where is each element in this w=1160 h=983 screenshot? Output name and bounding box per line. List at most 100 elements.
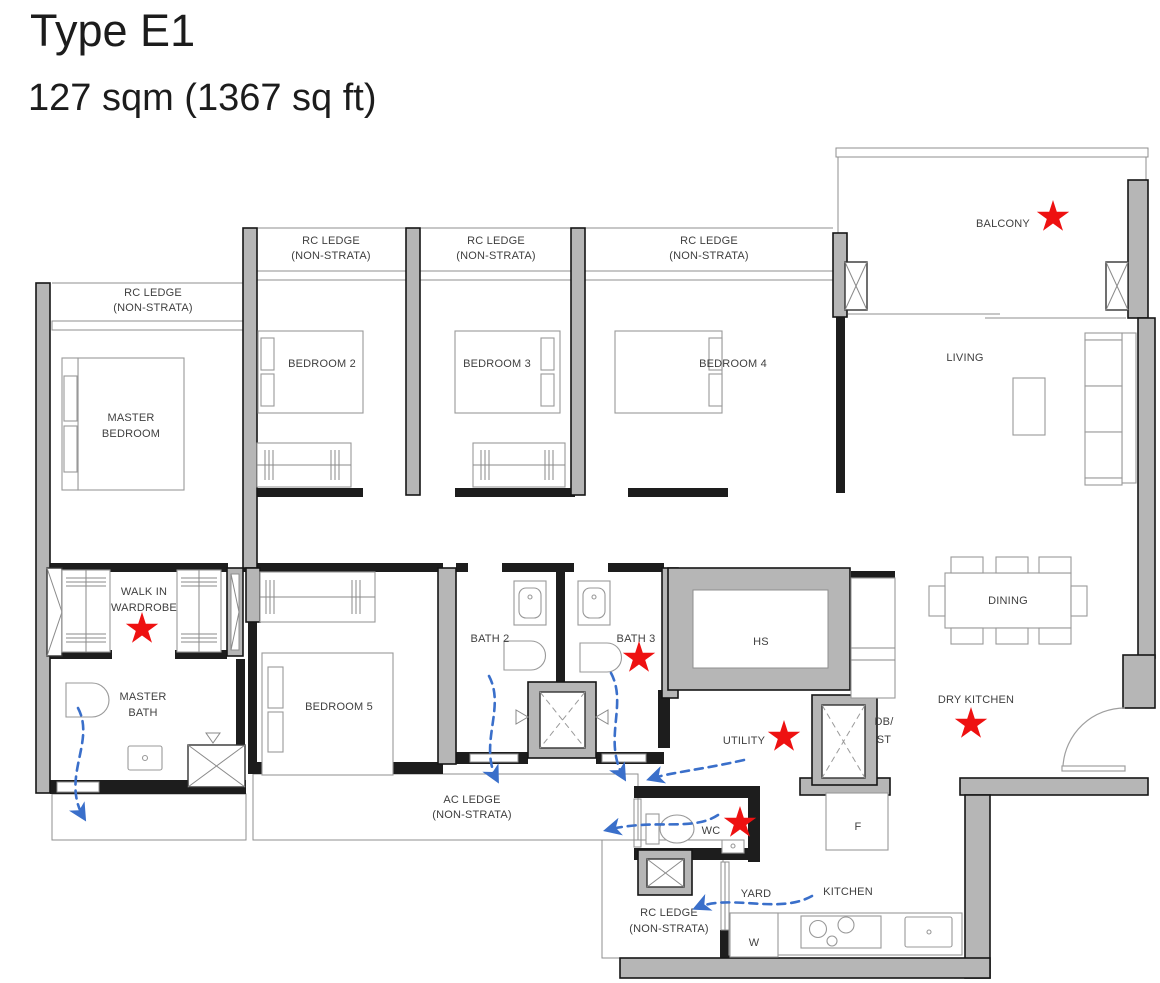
wall-segment bbox=[248, 488, 363, 497]
master-bath-fixtures bbox=[65, 682, 246, 788]
flow-arrow-icon bbox=[646, 758, 746, 784]
fridge-label: F bbox=[855, 821, 862, 833]
shower-marker bbox=[595, 709, 609, 725]
yard-window bbox=[720, 861, 730, 931]
basin bbox=[582, 587, 606, 619]
wall-segment bbox=[748, 786, 760, 862]
wall-segment bbox=[608, 563, 664, 572]
chair bbox=[928, 585, 946, 617]
bathtub bbox=[503, 640, 546, 671]
dining-label: DINING bbox=[988, 595, 1028, 607]
utility-label: UTILITY bbox=[723, 735, 766, 747]
star-icon bbox=[954, 707, 988, 738]
ledge-outline bbox=[51, 793, 247, 841]
wall-segment bbox=[502, 563, 574, 572]
rc-ledge-label: RC LEDGE bbox=[124, 287, 182, 299]
ac-ledge-label: AC LEDGE bbox=[443, 794, 500, 806]
rc-ledge-label: (NON-STRATA) bbox=[629, 923, 709, 935]
furniture bbox=[61, 330, 1137, 958]
wall-segment bbox=[658, 690, 670, 748]
washer bbox=[729, 912, 779, 958]
wc-label: WC bbox=[702, 825, 721, 837]
wall-segment bbox=[628, 488, 728, 497]
flow-arrows bbox=[68, 671, 814, 911]
bedroom2-bed bbox=[257, 330, 364, 414]
rc-ledge-label: (NON-STRATA) bbox=[669, 250, 749, 262]
wardrobe-mullion bbox=[46, 567, 63, 657]
bedroom5-label: BEDROOM 5 bbox=[305, 701, 373, 713]
wall-segment bbox=[175, 650, 227, 659]
wc-fixtures bbox=[645, 813, 745, 854]
coffee-table bbox=[1012, 377, 1046, 436]
flow-arrow-icon bbox=[603, 813, 720, 836]
rc-ledge-label: RC LEDGE bbox=[302, 235, 360, 247]
walkin-wardrobe-label: WALK IN bbox=[121, 586, 167, 598]
flow-arrow-icon bbox=[609, 671, 627, 782]
unit-area-subtitle: 127 sqm (1367 sq ft) bbox=[28, 77, 377, 119]
kitchen-label: KITCHEN bbox=[823, 886, 873, 898]
wall-segment bbox=[243, 563, 443, 572]
entrance-door bbox=[1061, 707, 1126, 772]
walkin-closet bbox=[61, 569, 111, 653]
dry-kitchen-label: DRY KITCHEN bbox=[938, 694, 1014, 706]
chair bbox=[995, 556, 1029, 574]
burner bbox=[808, 919, 828, 939]
wall-segment bbox=[48, 563, 228, 572]
shower-marker bbox=[515, 709, 529, 725]
db-st-shaft bbox=[821, 704, 866, 779]
burner bbox=[826, 935, 838, 947]
balcony-window-mullion bbox=[1105, 261, 1129, 311]
star-icon bbox=[125, 612, 159, 643]
wall-segment bbox=[245, 567, 261, 623]
living-sofa bbox=[1084, 332, 1137, 486]
wall-segment bbox=[437, 567, 457, 765]
chair bbox=[1070, 585, 1088, 617]
rc-ledge-label: (NON-STRATA) bbox=[291, 250, 371, 262]
living-label: LIVING bbox=[946, 352, 983, 364]
rc-ledge-label: RC LEDGE bbox=[680, 235, 738, 247]
burner bbox=[837, 916, 855, 934]
bedroom4-label: BEDROOM 4 bbox=[699, 358, 767, 370]
wall-segment bbox=[1122, 654, 1156, 709]
wall-segment bbox=[556, 572, 565, 682]
flow-arrow-icon bbox=[482, 674, 499, 784]
rc-ledge-label: RC LEDGE bbox=[467, 235, 525, 247]
wall-segment bbox=[50, 650, 112, 659]
kitchen-fixtures bbox=[728, 792, 963, 958]
window-sill bbox=[256, 270, 407, 281]
window-threshold bbox=[601, 753, 647, 763]
master-bath-label: MASTER bbox=[119, 691, 166, 703]
bedroom5-bed bbox=[261, 652, 394, 776]
ac-ledge-outline bbox=[252, 773, 639, 841]
rc-ledge-label: RC LEDGE bbox=[640, 907, 698, 919]
wall-segment bbox=[1137, 317, 1156, 659]
bedroom4-bed bbox=[614, 330, 723, 414]
rc-ledge-label: (NON-STRATA) bbox=[113, 302, 193, 314]
flow-arrow-icon bbox=[68, 706, 87, 822]
walkin-closet bbox=[176, 569, 222, 653]
balcony-window-mullion bbox=[844, 261, 868, 311]
master-bedroom-label: MASTER bbox=[107, 412, 154, 424]
yard-label: YARD bbox=[741, 888, 772, 900]
bedroom3-label: BEDROOM 3 bbox=[463, 358, 531, 370]
fridge bbox=[825, 792, 889, 851]
bath2-fixtures bbox=[503, 580, 547, 671]
room-labels: RC LEDGE (NON-STRATA) RC LEDGE (NON-STRA… bbox=[102, 218, 1030, 949]
wall-segment bbox=[455, 488, 575, 497]
unit-type-title: Type E1 bbox=[30, 5, 195, 56]
wall-segment bbox=[248, 622, 257, 774]
flow-arrow-icon bbox=[692, 893, 814, 911]
bathtub bbox=[579, 642, 622, 673]
basin bbox=[518, 587, 542, 619]
chair bbox=[950, 556, 984, 574]
master-bath-label: BATH bbox=[128, 707, 157, 719]
wall-segment bbox=[964, 794, 991, 979]
wall-segment bbox=[570, 227, 586, 496]
wall-segment bbox=[851, 571, 895, 578]
dining-set bbox=[928, 556, 1088, 645]
chair bbox=[995, 627, 1029, 645]
bath3-fixtures bbox=[577, 580, 622, 673]
bedroom3-bed bbox=[454, 330, 561, 414]
db-st-label: DB/ bbox=[875, 716, 895, 728]
